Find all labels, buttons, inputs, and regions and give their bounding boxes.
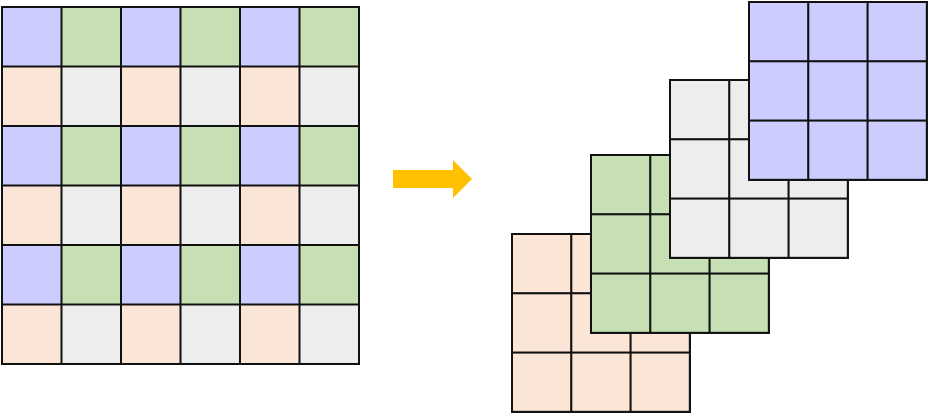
source-cell-green [60,6,122,68]
source-cell-gray [179,303,241,365]
source-cell-peach [120,184,182,246]
output-cell-purple [748,1,810,63]
source-grid-frame [1,6,360,365]
source-cell-green [60,244,122,306]
output-layer-purple [748,1,928,181]
source-cell-purple [239,6,301,68]
source-cell-peach [1,303,63,365]
output-cell-peach [511,351,573,413]
source-cell-peach [239,184,301,246]
source-cell-green [179,125,241,187]
output-cell-purple [807,1,869,63]
output-cell-green [590,154,652,216]
output-cell-green [590,272,652,334]
output-cell-gray [669,138,731,200]
output-cell-peach [511,233,573,295]
source-cell-gray [298,184,360,246]
output-cell-gray [787,197,849,259]
output-cell-peach [570,351,632,413]
source-cell-purple [1,244,63,306]
source-cell-purple [120,244,182,306]
source-cell-green [298,244,360,306]
output-cell-purple [807,60,869,122]
source-cell-peach [1,65,63,127]
output-cell-green [649,272,711,334]
source-cell-purple [239,125,301,187]
output-cell-gray [728,197,790,259]
source-cell-gray [60,303,122,365]
output-cell-purple [807,119,869,181]
source-cell-purple [120,125,182,187]
output-cell-purple [748,119,810,181]
output-cell-gray [669,79,731,141]
source-cell-green [179,6,241,68]
source-cell-gray [298,65,360,127]
output-cell-peach [511,292,573,354]
output-layer-frame-purple [748,1,928,181]
source-cell-gray [179,184,241,246]
source-cell-green [179,244,241,306]
source-cell-peach [239,65,301,127]
output-cell-peach [629,351,691,413]
source-cell-peach [239,303,301,365]
output-layer-stack [511,1,928,413]
source-cell-purple [239,244,301,306]
output-cell-gray [669,197,731,259]
source-cell-gray [298,303,360,365]
source-cell-gray [60,65,122,127]
output-cell-purple [866,60,928,122]
output-cell-purple [866,1,928,63]
arrow-right-icon [393,160,472,198]
source-cell-gray [60,184,122,246]
source-cell-peach [120,65,182,127]
source-cell-green [298,6,360,68]
output-cell-green [590,213,652,275]
source-cell-gray [179,65,241,127]
source-cell-peach [1,184,63,246]
arrow-shape [393,160,472,198]
output-cell-purple [748,60,810,122]
source-cell-green [60,125,122,187]
output-cell-green [708,272,770,334]
source-cell-purple [1,125,63,187]
source-cell-purple [1,6,63,68]
output-cell-purple [866,119,928,181]
source-cell-peach [120,303,182,365]
source-cell-purple [120,6,182,68]
source-cell-green [298,125,360,187]
source-grid [1,6,360,365]
